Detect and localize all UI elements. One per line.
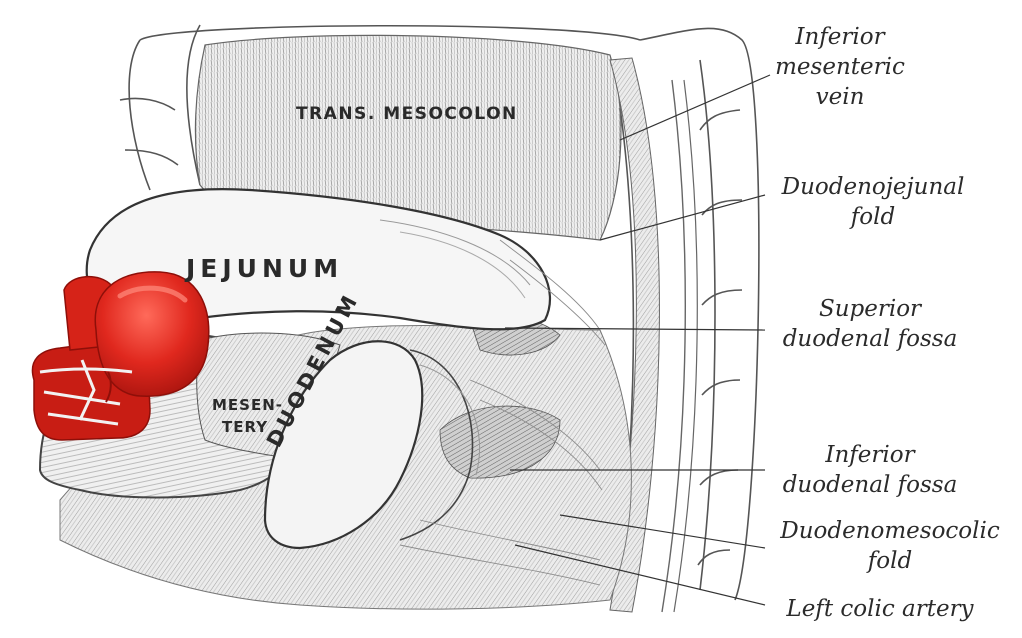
- callout-line: Superior: [818, 296, 922, 322]
- mesentery-label-line2: TERY: [222, 418, 269, 436]
- callout-duodenojejunal-fold: Duodenojejunal fold: [768, 172, 978, 232]
- callout-line: Duodenojejunal: [781, 174, 965, 200]
- vessel-band: [609, 57, 660, 613]
- callout-inferior-duodenal-fossa: Inferior duodenal fossa: [770, 440, 970, 500]
- callout-superior-duodenal-fossa: Superior duodenal fossa: [770, 294, 970, 354]
- callout-line: Inferior: [825, 442, 915, 468]
- callout-line: duodenal fossa: [782, 472, 958, 498]
- jejunum-label: JEJUNUM: [186, 254, 344, 283]
- callout-left-colic-artery: Left colic artery: [770, 594, 990, 624]
- callout-line: vein: [815, 84, 865, 110]
- boxing-glove-icon: [31, 271, 210, 441]
- mesentery-label-line1: MESEN-: [212, 396, 284, 414]
- leader-lines: [504, 74, 771, 606]
- callout-duodenomesocolic-fold: Duodenomesocolic fold: [770, 516, 1010, 576]
- callout-line: fold: [867, 548, 913, 574]
- colon-frame: [119, 24, 760, 601]
- callout-line: Inferior: [795, 24, 885, 50]
- trans-mesocolon-region: [194, 34, 622, 241]
- callout-inferior-mesenteric-vein: Inferior mesenteric vein: [770, 22, 910, 112]
- callout-line: Left colic artery: [786, 596, 974, 622]
- callout-line: duodenal fossa: [782, 326, 958, 352]
- callout-line: Duodenomesocolic: [780, 518, 1000, 544]
- duodenum-body: [263, 340, 424, 550]
- trans-mesocolon-label: TRANS. MESOCOLON: [296, 104, 518, 124]
- fold-streaks: [399, 239, 606, 586]
- callout-line: mesenteric: [775, 54, 905, 80]
- callout-line: fold: [850, 204, 896, 230]
